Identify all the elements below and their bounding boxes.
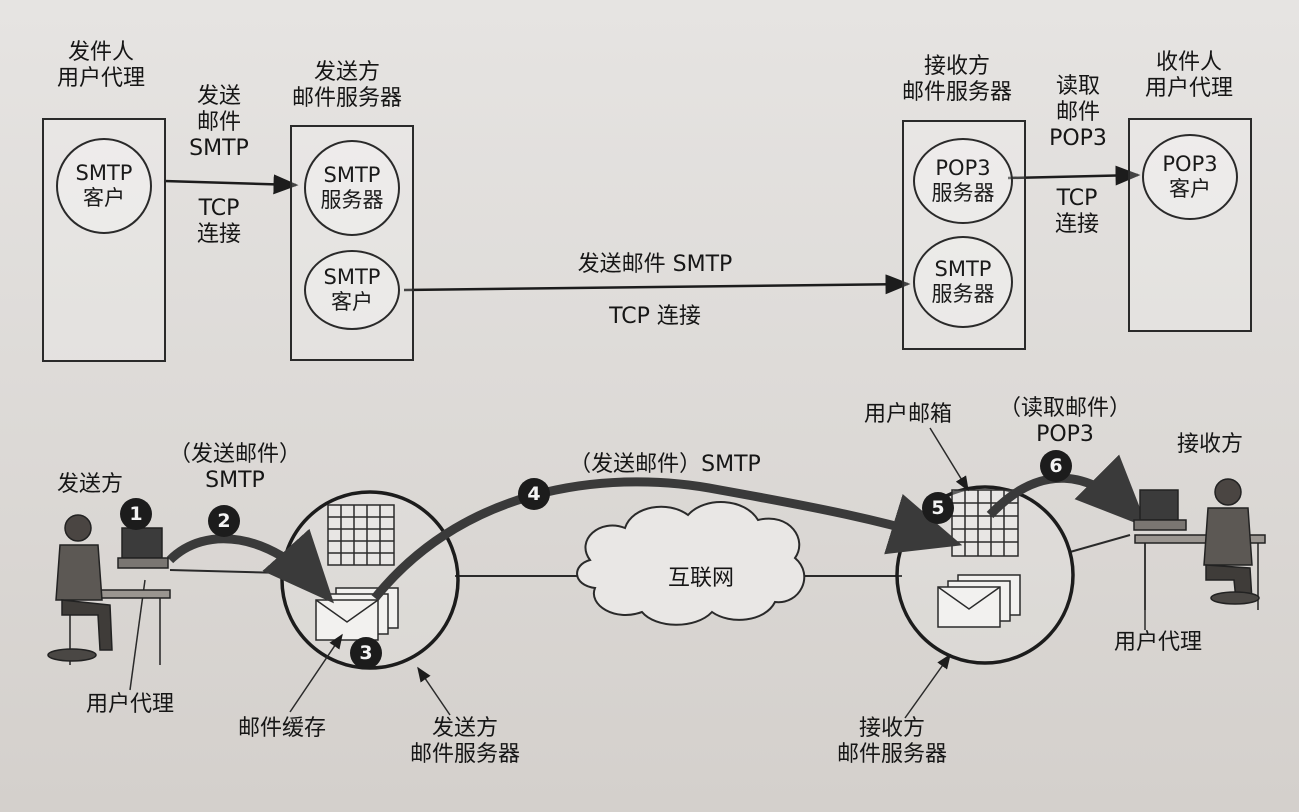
sender-label: 发送方 <box>56 472 123 497</box>
step-badge-5: 5 <box>922 492 954 524</box>
link2-bottom-label: TCP 连接 <box>609 304 701 329</box>
sender-mailbox-grid <box>327 504 395 566</box>
pointer-mail-cache <box>289 633 343 713</box>
pointer-receiver-server <box>904 653 951 719</box>
recipient-agent-title: 收件人用户代理 <box>1144 50 1233 101</box>
step-badge-4: 4 <box>518 478 550 510</box>
mail-cache-label: 邮件缓存 <box>237 716 326 741</box>
receiver-envelopes <box>937 574 1021 628</box>
pointer-mailbox <box>929 427 969 492</box>
sender-server-label: 发送方邮件服务器 <box>409 716 520 767</box>
sender-agent-title: 发件人用户代理 <box>56 40 145 91</box>
receiver-mailbox-grid <box>951 489 1019 557</box>
flow-arrow-4 <box>371 477 963 601</box>
sender-person-illustration <box>47 514 171 665</box>
flow-arrow-2 <box>166 528 335 604</box>
link2-top-label: 发送邮件 SMTP <box>577 252 733 277</box>
receiver-server-label: 接收方邮件服务器 <box>836 716 947 767</box>
line-sender-to-server <box>169 569 286 574</box>
internet-cloud <box>576 501 806 626</box>
arrow-smtp-1 <box>163 174 299 195</box>
arrow-smtp-2 <box>403 274 911 295</box>
receiver-server-title: 接收方邮件服务器 <box>901 54 1012 105</box>
step-badge-1: 1 <box>120 498 152 530</box>
user-agent-left-label: 用户代理 <box>85 692 174 717</box>
read-pop3-label: （读取邮件）POP3 <box>998 396 1131 447</box>
step-badge-6: 6 <box>1040 450 1072 482</box>
send-smtp-label-2: （发送邮件）SMTP <box>569 452 761 477</box>
mailbox-label: 用户邮箱 <box>863 402 952 427</box>
receiver-person-illustration <box>1133 478 1266 610</box>
sender-envelopes <box>315 587 399 641</box>
receiver-label: 接收方 <box>1176 432 1243 457</box>
step-badge-3: 3 <box>350 637 382 669</box>
send-smtp-label-1: （发送邮件）SMTP <box>168 442 301 493</box>
sender-server-title: 发送方邮件服务器 <box>291 60 402 111</box>
step-badge-2: 2 <box>208 505 240 537</box>
arrow-pop3 <box>1007 165 1141 186</box>
internet-label: 互联网 <box>667 566 734 591</box>
pointer-sender-server <box>417 666 451 716</box>
user-agent-right-label: 用户代理 <box>1113 630 1202 655</box>
line-server-to-receiver <box>1069 534 1131 553</box>
